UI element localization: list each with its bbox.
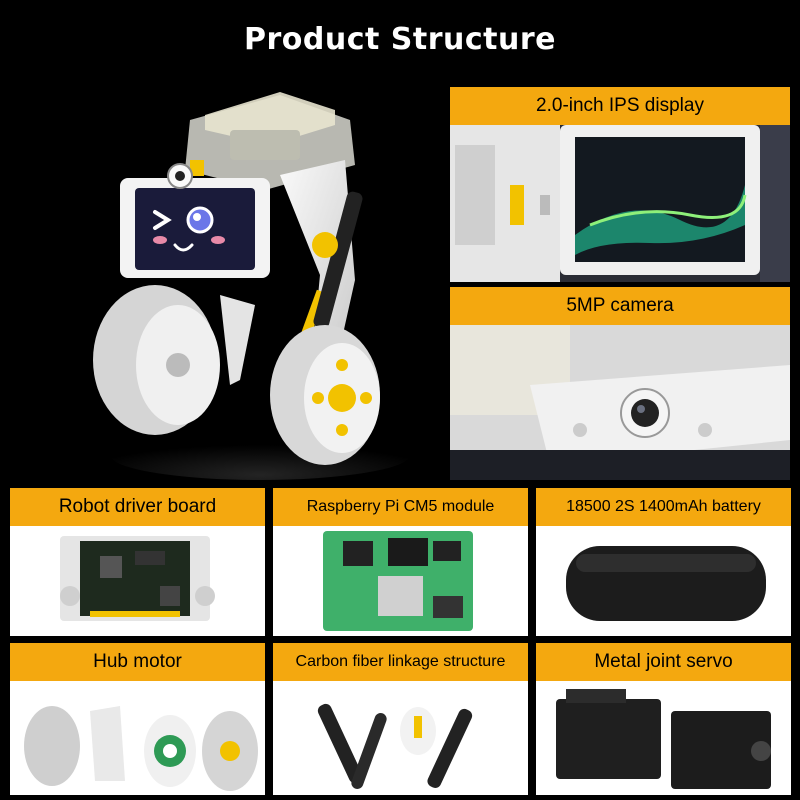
servo-photo [536, 681, 791, 795]
feature-camera-label: 5MP camera [450, 287, 790, 325]
feature-camera-card: 5MP camera [450, 287, 790, 480]
component-battery-card: 18500 2S 1400mAh battery [536, 488, 791, 636]
feature-display-label: 2.0-inch IPS display [450, 87, 790, 125]
robot-hero-image [80, 80, 440, 480]
driver-board-photo [10, 526, 265, 636]
linkage-photo [273, 681, 528, 795]
component-cm5-card: Raspberry Pi CM5 module [273, 488, 528, 636]
component-driver-board-card: Robot driver board [10, 488, 265, 636]
component-label: Raspberry Pi CM5 module [273, 488, 528, 526]
component-label: Carbon fiber linkage structure [273, 643, 528, 681]
component-label: Robot driver board [10, 488, 265, 526]
component-servo-card: Metal joint servo [536, 643, 791, 795]
component-label: Metal joint servo [536, 643, 791, 681]
component-linkage-card: Carbon fiber linkage structure [273, 643, 528, 795]
battery-photo [536, 526, 791, 636]
page-title: Product Structure [243, 22, 556, 57]
camera-photo [450, 325, 790, 480]
cm5-photo [273, 526, 528, 636]
feature-display-card: 2.0-inch IPS display [450, 87, 790, 282]
component-label: Hub motor [10, 643, 265, 681]
component-label: 18500 2S 1400mAh battery [536, 488, 791, 526]
component-hub-motor-card: Hub motor [10, 643, 265, 795]
hub-motor-photo [10, 681, 265, 795]
display-photo [450, 125, 790, 282]
